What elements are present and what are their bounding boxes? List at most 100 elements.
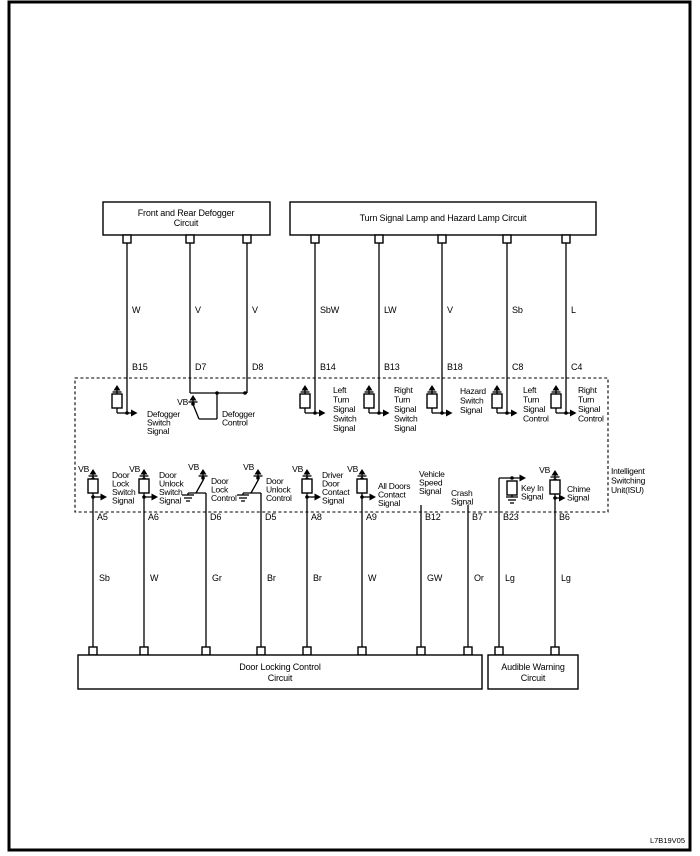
signal-label: Turn <box>523 395 540 405</box>
defogger-circuit-title: Front and Rear Defogger <box>138 208 235 218</box>
defogger-circuit-title: Circuit <box>174 218 199 228</box>
signal-label: Chime <box>567 484 591 494</box>
defogger-circuit-box: Front and Rear Defogger Circuit <box>102 201 271 244</box>
terminal <box>185 234 195 244</box>
signal-label: Switch <box>394 414 418 424</box>
audible-warning-circuit-box: Audible Warning Circuit <box>487 646 579 690</box>
signal-label: Turn <box>394 395 411 405</box>
chime-signal: VB Chime Signal <box>539 465 591 503</box>
signal-label: Switch <box>147 418 171 428</box>
vb-label: VB <box>129 464 140 474</box>
signal-label: Control <box>222 418 248 428</box>
wire-color-label: LW <box>384 305 397 315</box>
terminal <box>201 646 211 656</box>
ground-icon <box>505 494 519 504</box>
pin-label: A8 <box>311 512 322 522</box>
bottom-wire-color-labels: Sb W Gr Br Br W GW Or Lg Lg <box>99 573 571 583</box>
bottom-wires <box>92 478 556 647</box>
wire-color-label: W <box>368 573 377 583</box>
signal-label: Signal <box>112 496 134 506</box>
terminal <box>502 234 512 244</box>
top-wires <box>126 243 567 413</box>
terminal <box>463 646 473 656</box>
wire-color-label: SbW <box>320 305 340 315</box>
top-wire-color-labels: W V V SbW LW V Sb L <box>132 305 576 315</box>
vb-label: VB <box>292 464 303 474</box>
signal-label: Signal <box>419 486 441 496</box>
door-locking-circuit-box: Door Locking Control Circuit <box>77 646 483 690</box>
signal-label: Signal <box>521 492 543 502</box>
wire-color-label: Br <box>267 573 276 583</box>
wire-color-label: Lg <box>505 573 515 583</box>
wire-color-label: Br <box>313 573 322 583</box>
pin-label: B6 <box>559 512 570 522</box>
audible-warning-circuit-title: Circuit <box>521 673 546 683</box>
pin-label: D6 <box>210 512 221 522</box>
left-turn-signal-control: Left Turn Signal Control <box>491 384 549 424</box>
terminal <box>139 646 149 656</box>
signal-label: Turn <box>578 395 595 405</box>
signal-label: Control <box>523 414 549 424</box>
wire-color-label: Sb <box>99 573 110 583</box>
signal-label: Signal <box>147 426 169 436</box>
signal-label: Right <box>578 385 597 395</box>
defogger-switch-signal: Defogger Switch Signal <box>111 384 181 436</box>
left-turn-signal-switch-signal: Left Turn Signal Switch Signal <box>299 384 357 433</box>
door-locking-circuit-title: Circuit <box>268 673 293 683</box>
terminal <box>122 234 132 244</box>
door-unlock-switch-signal: VB Door Unlock Switch Signal <box>129 464 185 506</box>
wire-color-label: L <box>571 305 576 315</box>
crash-signal: Crash Signal <box>451 488 474 507</box>
switch-blade <box>250 479 260 494</box>
terminal <box>494 646 504 656</box>
signal-label: Control <box>578 414 604 424</box>
signal-label: Signal <box>460 405 482 415</box>
signal-label: Key In <box>521 483 544 493</box>
pin-label: B13 <box>384 362 400 372</box>
signal-label: Switch <box>112 487 136 497</box>
wire-color-label: GW <box>427 573 443 583</box>
signal-label: Switch <box>159 487 183 497</box>
signal-label: Door <box>211 476 229 486</box>
wire-color-label: V <box>195 305 201 315</box>
terminal <box>88 646 98 656</box>
signal-label: Contact <box>378 490 406 500</box>
pin-label: D8 <box>252 362 263 372</box>
pin-label: D7 <box>195 362 206 372</box>
terminal <box>561 234 571 244</box>
vb-label: VB <box>188 462 199 472</box>
terminal <box>302 646 312 656</box>
isu-name-line: Unit(ISU) <box>611 485 644 495</box>
top-pin-labels: B15 D7 D8 B14 B13 B18 C8 C4 <box>132 362 582 372</box>
signal-label: Defogger <box>147 409 180 419</box>
page-code: L7B19V05 <box>650 836 685 845</box>
signal-label: Signal <box>523 404 545 414</box>
signal-label: Signal <box>394 404 416 414</box>
vb-label: VB <box>243 462 254 472</box>
audible-warning-circuit-title: Audible Warning <box>501 662 565 672</box>
hazard-switch-signal: Hazard Switch Signal <box>426 384 487 417</box>
vb-label: VB <box>177 397 188 407</box>
terminal <box>242 234 252 244</box>
signal-label: Left <box>333 385 347 395</box>
wire-color-label: W <box>150 573 159 583</box>
ground-icon <box>236 492 250 502</box>
terminal <box>437 234 447 244</box>
wire-color-label: V <box>447 305 453 315</box>
signal-label: Control <box>211 493 237 503</box>
signal-label: Signal <box>578 404 600 414</box>
signal-label: Contact <box>322 487 350 497</box>
wire-color-label: Or <box>474 573 484 583</box>
resistor <box>506 480 518 496</box>
door-lock-control: VB Door Lock Control <box>181 462 237 503</box>
door-locking-circuit-title: Door Locking Control <box>239 662 321 672</box>
signal-label: Signal <box>567 493 589 503</box>
signal-label: All Doors <box>378 481 410 491</box>
pin-label: B18 <box>447 362 463 372</box>
page-border <box>7 0 692 852</box>
vb-label: VB <box>347 464 358 474</box>
isu-name-line: Intelligent <box>611 466 646 476</box>
signal-label: Vehicle <box>419 469 445 479</box>
signal-label: Lock <box>112 479 130 489</box>
